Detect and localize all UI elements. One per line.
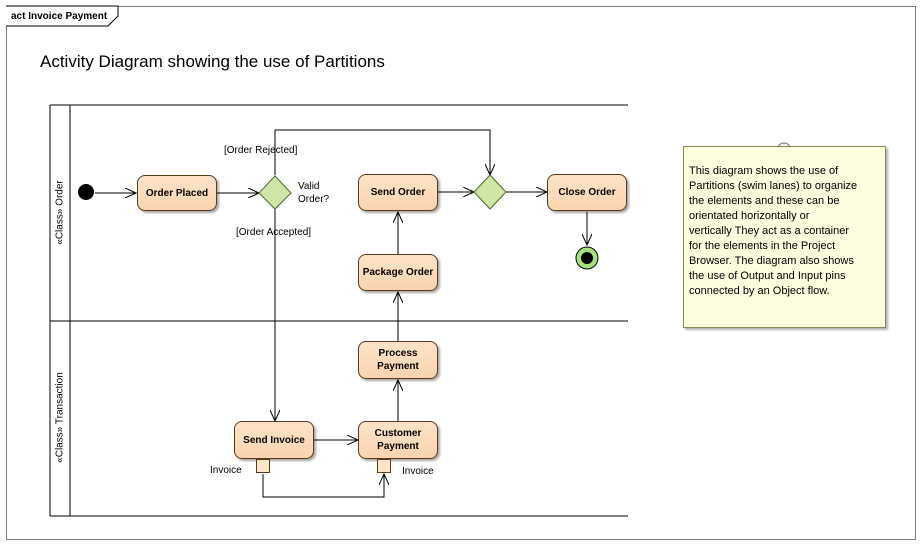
flow-order-rejected [274, 129, 490, 175]
action-customer-payment[interactable]: Customer Payment [358, 421, 438, 459]
lane-label-transaction: «Class» Transaction [54, 372, 66, 463]
output-pin-invoice[interactable] [256, 459, 270, 473]
activity-final-node[interactable] [575, 246, 599, 270]
input-pin-label: Invoice [402, 466, 434, 477]
action-send-invoice[interactable]: Send Invoice [234, 421, 314, 459]
lane-label-order: «Class» Order [54, 180, 66, 245]
merge-node[interactable] [473, 174, 507, 210]
frame-tab-label: act Invoice Payment [11, 11, 108, 22]
action-send-order[interactable]: Send Order [358, 174, 438, 211]
action-close-order[interactable]: Close Order [547, 174, 627, 211]
guard-order-rejected: [Order Rejected] [224, 145, 298, 156]
object-flow-invoice [262, 474, 384, 498]
partition-lanes [49, 104, 628, 517]
guard-order-accepted: [Order Accepted] [236, 227, 312, 238]
diagram-note[interactable]: This diagram shows the use of Partitions… [683, 146, 886, 328]
decision-question-label: Valid Order? [298, 181, 330, 205]
decision-valid-order[interactable] [258, 175, 292, 210]
action-package-order[interactable]: Package Order [358, 254, 438, 291]
input-pin-invoice[interactable] [377, 459, 391, 473]
action-order-placed[interactable]: Order Placed [137, 175, 217, 211]
diagram-title: Activity Diagram showing the use of Part… [40, 52, 385, 71]
initial-node[interactable] [78, 184, 94, 200]
frame-tab-shape [6, 5, 119, 27]
diagram-frame [6, 6, 916, 540]
action-process-payment[interactable]: Process Payment [358, 341, 438, 379]
output-pin-label: Invoice [210, 465, 242, 476]
